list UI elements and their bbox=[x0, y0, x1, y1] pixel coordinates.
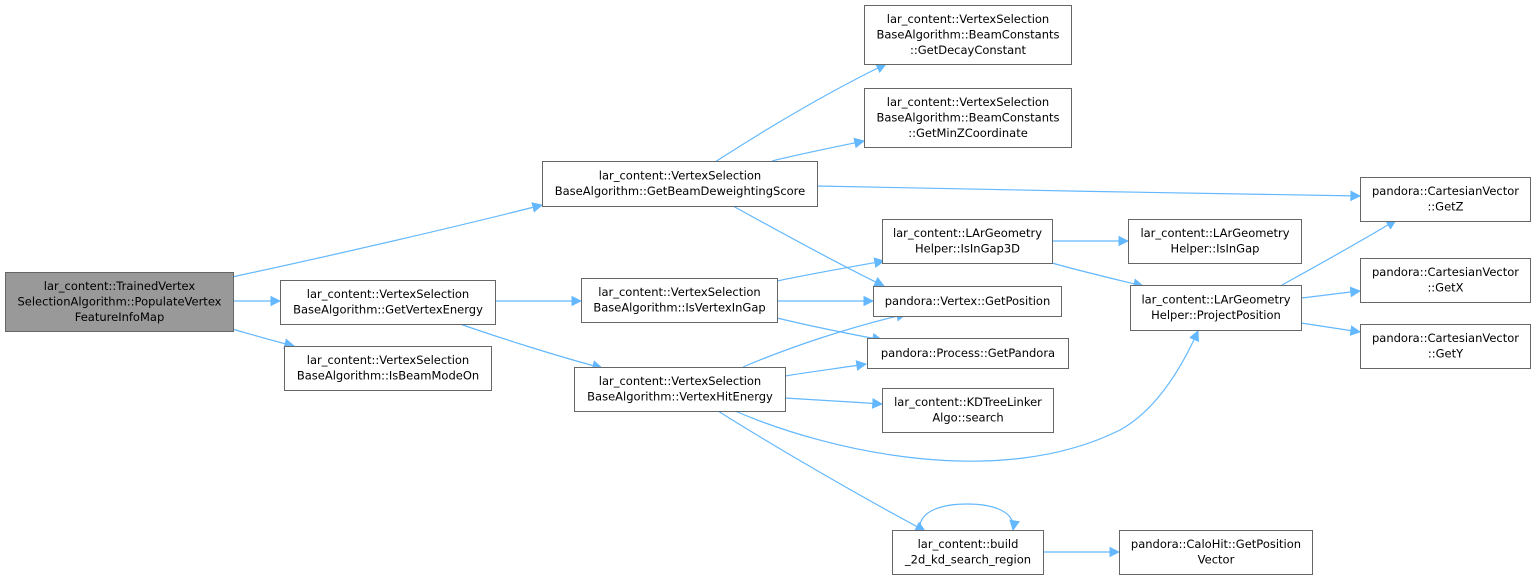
edge-project_position-to-cv_getz bbox=[1281, 219, 1397, 286]
edge-beam_deweight-to-get_decay_constant bbox=[714, 63, 887, 163]
node-box bbox=[1119, 530, 1313, 575]
node-is-vertex-in-gap[interactable]: lar_content::VertexSelectionBaseAlgorith… bbox=[581, 278, 778, 323]
edge-beam_deweight-to-cv_getz bbox=[816, 185, 1362, 202]
node-label-line: SelectionAlgorithm::PopulateVertex bbox=[17, 294, 221, 308]
node-label-line: FeatureInfoMap bbox=[75, 310, 165, 324]
node-box bbox=[542, 161, 818, 207]
node-box bbox=[864, 5, 1072, 65]
node-label-line: lar_content::VertexSelection bbox=[599, 374, 761, 388]
edge-build_2d_kd-to-build_2d_kd bbox=[919, 503, 1020, 532]
edge-project_position-to-cv_gety bbox=[1300, 322, 1362, 336]
node-label-line: Algo::search bbox=[932, 411, 1003, 425]
edge-vertex_hit_energy-to-process_get_pandora bbox=[784, 360, 868, 377]
node-cv-getx[interactable]: pandora::CartesianVector::GetX bbox=[1360, 258, 1531, 303]
node-cv-gety[interactable]: pandora::CartesianVector::GetY bbox=[1360, 324, 1531, 369]
node-label-line: BaseAlgorithm::BeamConstants bbox=[877, 27, 1060, 41]
node-box bbox=[574, 367, 786, 412]
node-label-line: lar_content::VertexSelection bbox=[307, 287, 469, 301]
node-beam-deweight[interactable]: lar_content::VertexSelectionBaseAlgorith… bbox=[542, 161, 818, 207]
node-box bbox=[284, 346, 492, 391]
node-box bbox=[873, 286, 1062, 317]
node-label-line: pandora::CaloHit::GetPosition bbox=[1131, 537, 1301, 551]
node-label-line: lar_content::build bbox=[918, 537, 1019, 551]
node-cv-getz[interactable]: pandora::CartesianVector::GetZ bbox=[1360, 177, 1531, 222]
node-project-position[interactable]: lar_content::LArGeometryHelper::ProjectP… bbox=[1130, 285, 1302, 331]
node-label-line: Helper::IsInGap bbox=[1171, 242, 1260, 256]
node-box bbox=[280, 280, 496, 325]
node-box bbox=[1360, 258, 1531, 303]
node-label-line: ::GetX bbox=[1427, 281, 1463, 295]
node-get-vertex-energy[interactable]: lar_content::VertexSelectionBaseAlgorith… bbox=[280, 280, 496, 325]
node-label-line: BaseAlgorithm::GetVertexEnergy bbox=[293, 303, 483, 317]
node-label-line: _2d_kd_search_region bbox=[904, 553, 1031, 567]
node-label-line: lar_content::VertexSelection bbox=[599, 169, 761, 183]
node-label-line: Vector bbox=[1198, 553, 1235, 567]
node-vertex-hit-energy[interactable]: lar_content::VertexSelectionBaseAlgorith… bbox=[574, 367, 786, 412]
edge-is_vertex_in_gap-to-is_in_gap_3d bbox=[776, 257, 886, 282]
node-label-line: pandora::Vertex::GetPosition bbox=[885, 294, 1050, 308]
edge-root-to-is_beam_mode_on bbox=[231, 328, 296, 349]
edge-get_vertex_energy-to-vertex_hit_energy bbox=[459, 323, 604, 371]
node-label-line: BaseAlgorithm::IsVertexInGap bbox=[593, 301, 765, 315]
edge-vertex_hit_energy-to-build_2d_kd bbox=[717, 410, 926, 532]
node-label-line: pandora::Process::GetPandora bbox=[881, 346, 1055, 360]
node-label-line: lar_content::TrainedVertex bbox=[44, 279, 196, 293]
node-build-2d-kd[interactable]: lar_content::build_2d_kd_search_region bbox=[892, 530, 1044, 575]
node-box bbox=[892, 530, 1044, 575]
node-process-get-pandora[interactable]: pandora::Process::GetPandora bbox=[867, 338, 1069, 369]
node-box bbox=[1130, 285, 1302, 331]
node-is-beam-mode-on[interactable]: lar_content::VertexSelectionBaseAlgorith… bbox=[284, 346, 492, 391]
node-box bbox=[882, 219, 1053, 264]
node-label-line: ::GetY bbox=[1428, 347, 1464, 361]
edge-beam_deweight-to-get_min_z bbox=[771, 137, 866, 162]
edge-vertex_hit_energy-to-kdtree_search bbox=[784, 397, 884, 409]
node-label-line: lar_content::VertexSelection bbox=[307, 353, 469, 367]
node-box bbox=[1360, 324, 1531, 369]
node-box bbox=[5, 272, 234, 332]
node-label-line: BaseAlgorithm::BeamConstants bbox=[877, 110, 1060, 124]
node-label-line: pandora::CartesianVector bbox=[1372, 184, 1519, 198]
node-get-min-z[interactable]: lar_content::VertexSelectionBaseAlgorith… bbox=[864, 88, 1072, 148]
node-label-line: pandora::CartesianVector bbox=[1372, 331, 1519, 345]
nodes-layer: lar_content::TrainedVertexSelectionAlgor… bbox=[5, 5, 1531, 575]
edge-root-to-beam_deweight bbox=[231, 202, 544, 278]
node-box bbox=[1128, 219, 1302, 264]
node-label-line: BaseAlgorithm::VertexHitEnergy bbox=[587, 390, 773, 404]
node-label-line: lar_content::LArGeometry bbox=[1141, 293, 1290, 307]
node-label-line: ::GetZ bbox=[1427, 200, 1463, 214]
node-label-line: pandora::CartesianVector bbox=[1372, 265, 1519, 279]
edge-beam_deweight-to-vertex_get_position bbox=[732, 205, 885, 287]
node-label-line: lar_content::VertexSelection bbox=[887, 95, 1049, 109]
edge-is_vertex_in_gap-to-process_get_pandora bbox=[776, 317, 884, 344]
node-get-decay-constant[interactable]: lar_content::VertexSelectionBaseAlgorith… bbox=[864, 5, 1072, 65]
node-box bbox=[882, 388, 1054, 433]
node-label-line: ::GetDecayConstant bbox=[910, 43, 1027, 57]
node-label-line: BaseAlgorithm::IsBeamModeOn bbox=[297, 369, 479, 383]
edges-layer bbox=[231, 63, 1397, 558]
node-label-line: lar_content::VertexSelection bbox=[887, 12, 1049, 26]
edge-is_in_gap_3d-to-project_position bbox=[1051, 262, 1145, 289]
node-root[interactable]: lar_content::TrainedVertexSelectionAlgor… bbox=[5, 272, 234, 332]
node-box bbox=[864, 88, 1072, 148]
node-label-line: ::GetMinZCoordinate bbox=[908, 126, 1028, 140]
node-label-line: BaseAlgorithm::GetBeamDeweightingScore bbox=[555, 184, 805, 198]
edge-project_position-to-cv_getx bbox=[1300, 286, 1362, 299]
node-is-in-gap-3d[interactable]: lar_content::LArGeometryHelper::IsInGap3… bbox=[882, 219, 1053, 264]
node-label-line: lar_content::VertexSelection bbox=[598, 285, 760, 299]
node-label-line: lar_content::LArGeometry bbox=[893, 226, 1042, 240]
edge-vertex_hit_energy-to-vertex_get_position bbox=[742, 310, 908, 368]
node-label-line: Helper::IsInGap3D bbox=[915, 242, 1020, 256]
node-box bbox=[581, 278, 778, 323]
node-box bbox=[1360, 177, 1531, 222]
edge-vertex_hit_energy-to-project_position bbox=[734, 330, 1199, 462]
node-label-line: Helper::ProjectPosition bbox=[1151, 308, 1281, 322]
node-label-line: lar_content::LArGeometry bbox=[1140, 226, 1289, 240]
node-label-line: lar_content::KDTreeLinker bbox=[894, 395, 1042, 409]
node-box bbox=[867, 338, 1069, 369]
node-vertex-get-position[interactable]: pandora::Vertex::GetPosition bbox=[873, 286, 1062, 317]
